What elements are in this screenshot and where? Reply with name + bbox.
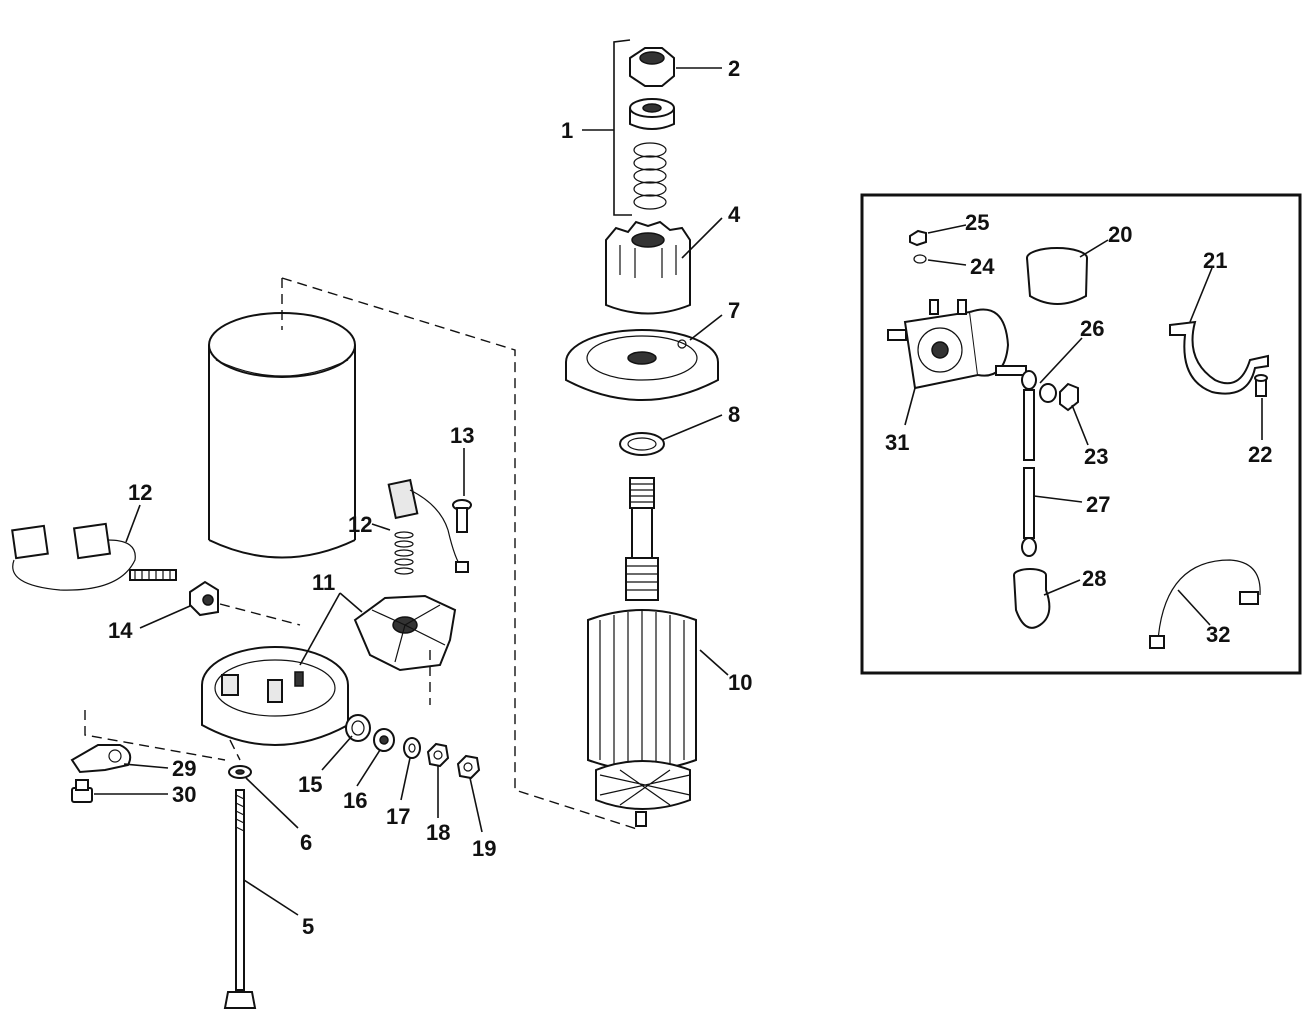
callout-27: 27 (1086, 492, 1110, 517)
solenoid-31 (887, 299, 1027, 390)
screw-13 (452, 499, 472, 533)
callout-14: 14 (108, 618, 133, 643)
armature-10 (587, 477, 697, 827)
callout-7: 7 (728, 298, 740, 323)
group-bracket-1 (613, 39, 632, 216)
screw-22 (1254, 374, 1268, 397)
motor-frame-housing (208, 312, 356, 559)
insulator-15 (345, 714, 371, 742)
lockwasher-17 (403, 737, 421, 759)
terminal-clip-14 (189, 580, 219, 617)
callout-29: 29 (172, 756, 196, 781)
assembly-guide-line (229, 739, 241, 761)
callout-8: 8 (728, 402, 740, 427)
callout-24: 24 (970, 254, 995, 279)
cover-20 (1026, 247, 1088, 305)
callout-32: 32 (1206, 622, 1230, 647)
commutator-end-cap (201, 646, 349, 746)
bolt-30 (71, 779, 93, 803)
callout-18: 18 (426, 820, 450, 845)
callout-23: 23 (1084, 444, 1108, 469)
drive-spring (633, 142, 667, 210)
strap-21 (1169, 320, 1269, 395)
assembly-guide-line (281, 277, 641, 831)
callout-6: 6 (300, 830, 312, 855)
callout-31: 31 (885, 430, 909, 455)
lockwasher-24 (913, 254, 927, 264)
assembly-guide-line (84, 710, 226, 761)
nut-23 (1059, 382, 1079, 412)
callout-26: 26 (1080, 316, 1104, 341)
callout-10: 10 (728, 670, 752, 695)
callout-4: 4 (728, 202, 741, 227)
callout-15: 15 (298, 772, 322, 797)
nut-25 (909, 229, 927, 247)
washer-6 (228, 765, 252, 779)
washer-16 (373, 728, 395, 752)
callout-2: 2 (728, 56, 740, 81)
callout-12-center: 12 (348, 512, 372, 537)
terminal-lead-27 (1021, 370, 1037, 557)
callout-5: 5 (302, 914, 314, 939)
callout-20: 20 (1108, 222, 1132, 247)
assembly-guide-line (219, 603, 301, 626)
brush-holder-plate (353, 594, 457, 672)
drive-end-plate-7 (565, 329, 719, 401)
callout-17: 17 (386, 804, 410, 829)
callout-30: 30 (172, 782, 196, 807)
bracket-29 (70, 744, 132, 774)
callout-16: 16 (343, 788, 367, 813)
callout-21: 21 (1203, 248, 1227, 273)
drive-cup (629, 98, 675, 130)
brush-and-spring (387, 478, 469, 575)
lockwasher-26 (1039, 383, 1057, 403)
callout-13: 13 (450, 423, 474, 448)
nut-18 (426, 742, 450, 768)
boot-28 (1013, 568, 1051, 629)
solenoid-inset-box (860, 193, 1302, 675)
pinion-gear-4 (605, 220, 691, 315)
callout-22: 22 (1248, 442, 1272, 467)
thrust-washer-8 (619, 432, 665, 456)
callout-1: 1 (561, 118, 573, 143)
leader-lines (94, 67, 1263, 916)
callout-19: 19 (472, 836, 496, 861)
nut-19 (456, 754, 481, 780)
callout-25: 25 (965, 210, 989, 235)
ground-lead-32 (1149, 559, 1261, 649)
through-bolt-5 (223, 789, 257, 1009)
callout-12-left: 12 (128, 480, 152, 505)
brush-lead-assembly (11, 522, 177, 591)
drive-nut-2 (629, 47, 675, 87)
callout-labels: 1 2 4 7 8 10 13 12 12 11 14 29 30 6 5 15… (108, 56, 1272, 939)
callout-11: 11 (312, 570, 335, 595)
callout-28: 28 (1082, 566, 1106, 591)
